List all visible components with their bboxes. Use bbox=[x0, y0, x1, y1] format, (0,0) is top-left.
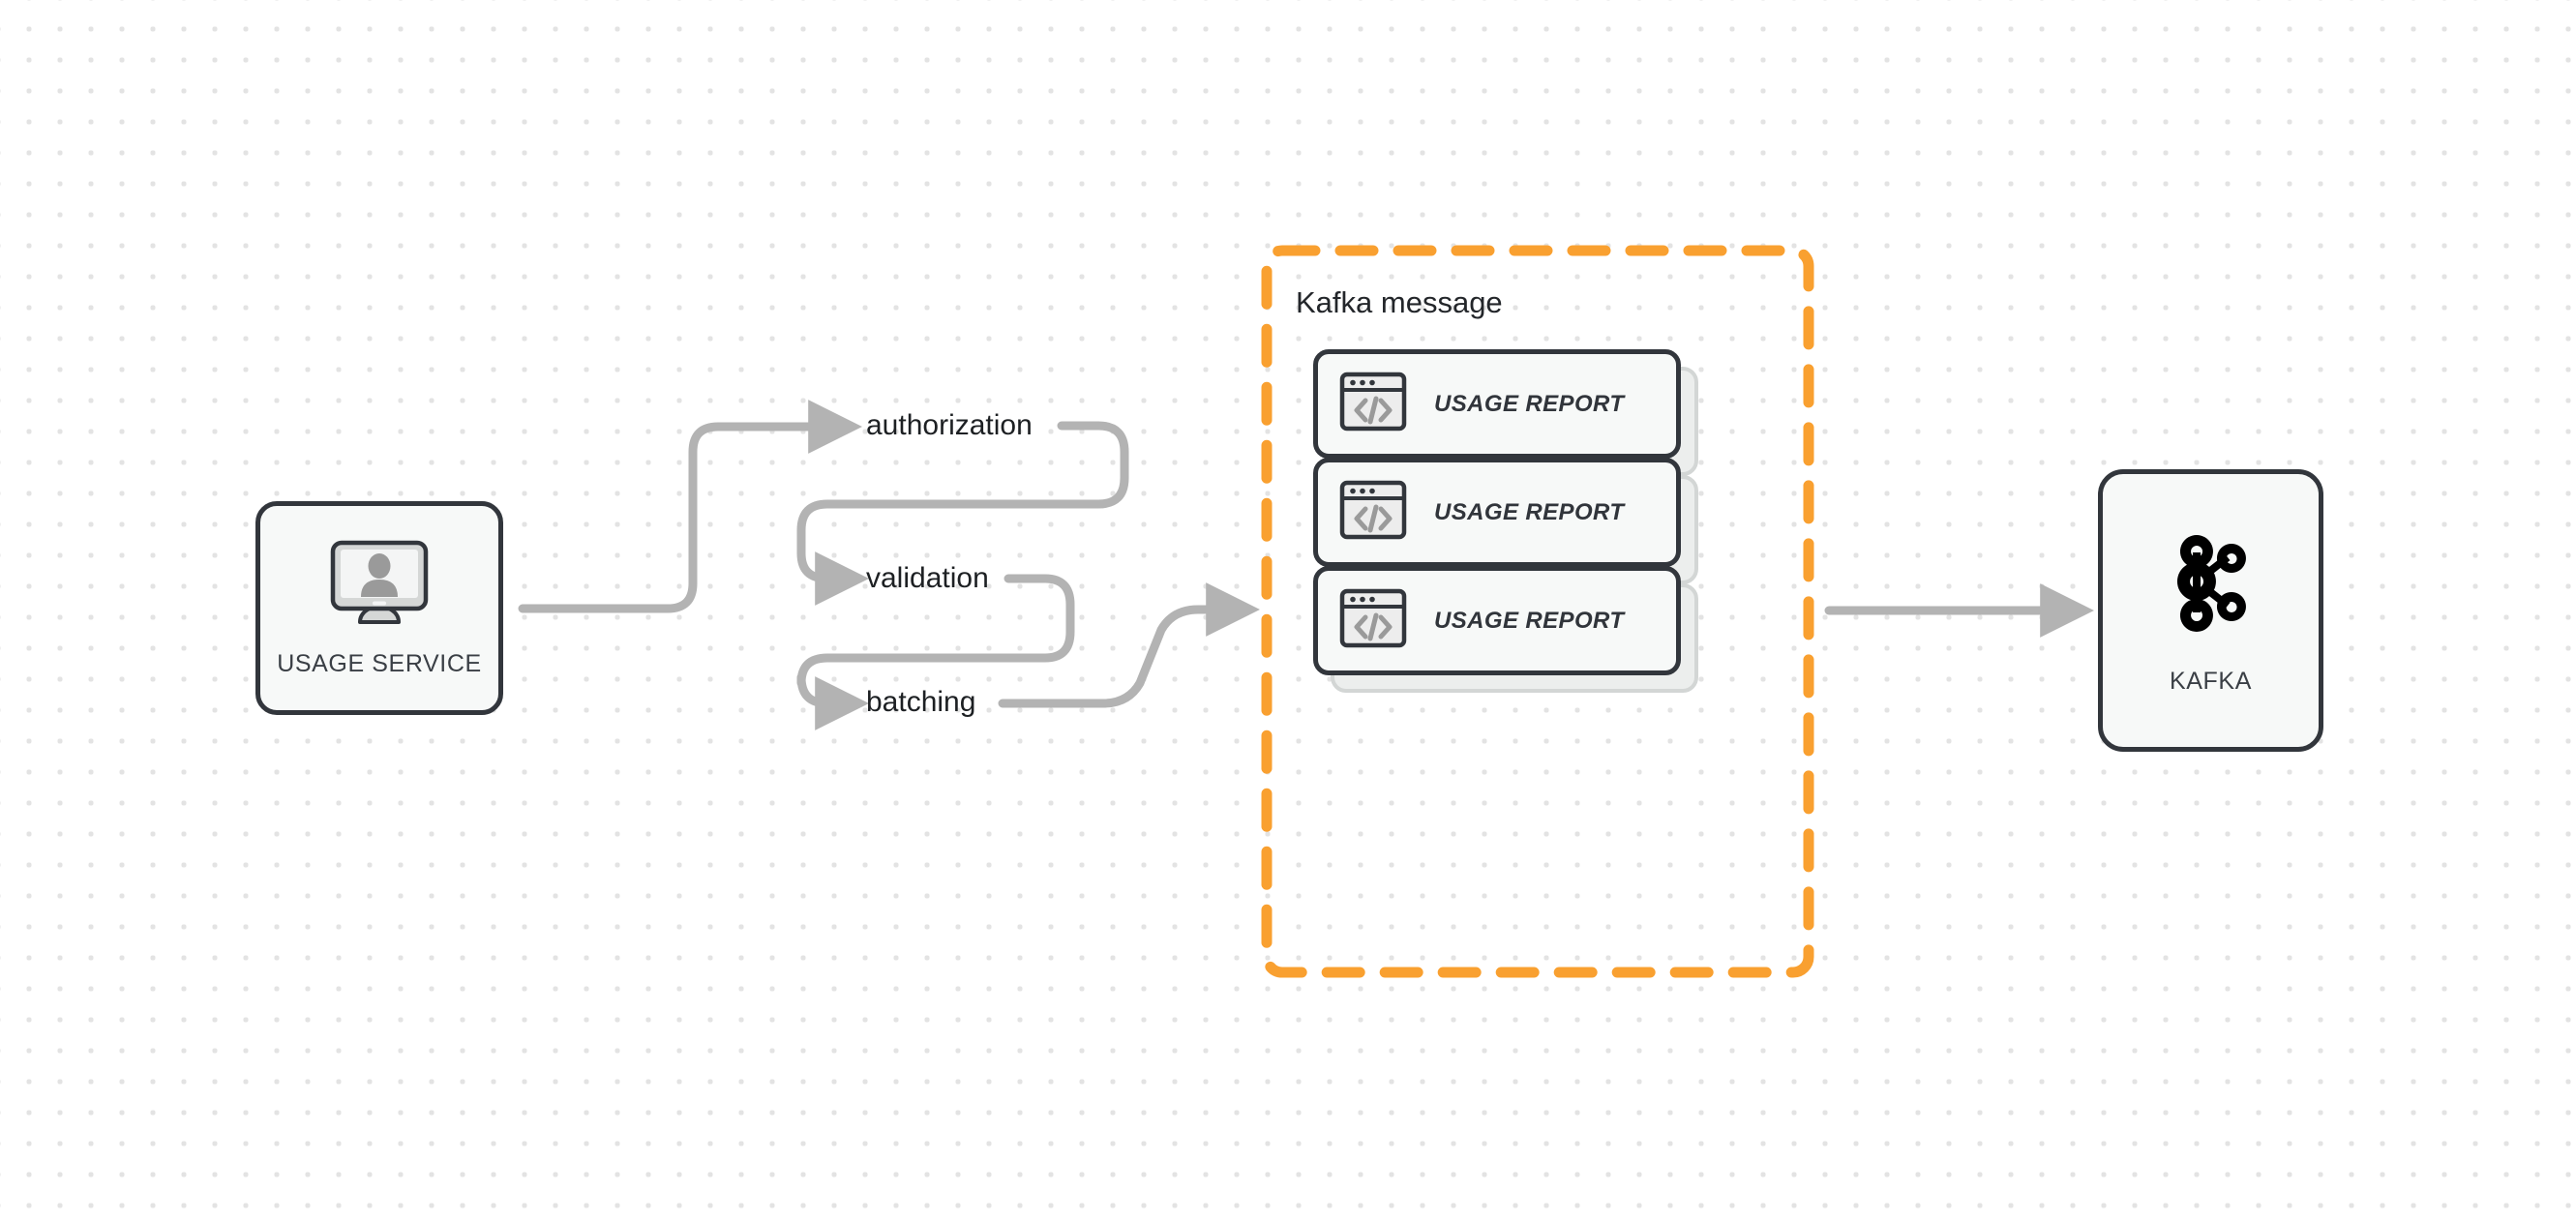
kafka-logo-icon bbox=[2170, 525, 2253, 642]
node-label-usage-service: USAGE SERVICE bbox=[277, 649, 482, 677]
usage-report-card[interactable]: USAGE REPORT bbox=[1313, 566, 1698, 693]
node-label-kafka: KAFKA bbox=[2170, 668, 2252, 695]
node-usage-service[interactable]: USAGE SERVICE bbox=[255, 501, 503, 715]
usage-report-card[interactable]: USAGE REPORT bbox=[1313, 349, 1698, 476]
group-kafka-message: Kafka message USAGE REP bbox=[1261, 245, 1814, 978]
node-kafka[interactable]: KAFKA bbox=[2098, 469, 2323, 752]
code-window-icon bbox=[1339, 588, 1407, 653]
usage-report-card-label: USAGE REPORT bbox=[1434, 390, 1625, 417]
code-window-icon bbox=[1339, 372, 1407, 436]
edge-usage-service-to-authorization bbox=[518, 400, 862, 613]
edge-authorization-to-validation bbox=[796, 421, 1129, 606]
usage-report-card-label: USAGE REPORT bbox=[1434, 498, 1625, 525]
group-dashed-border bbox=[1261, 245, 1814, 978]
edge-batching-to-kafka-message bbox=[998, 582, 1260, 708]
group-title-kafka-message: Kafka message bbox=[1296, 285, 1503, 319]
step-label-validation: validation bbox=[866, 562, 989, 594]
code-window-icon bbox=[1339, 480, 1407, 545]
usage-report-card-label: USAGE REPORT bbox=[1434, 607, 1625, 634]
monitor-user-icon bbox=[328, 539, 431, 633]
step-label-batching: batching bbox=[866, 686, 976, 718]
usage-report-card[interactable]: USAGE REPORT bbox=[1313, 458, 1698, 584]
edge-validation-to-batching bbox=[796, 574, 1075, 730]
step-label-authorization: authorization bbox=[866, 409, 1033, 441]
